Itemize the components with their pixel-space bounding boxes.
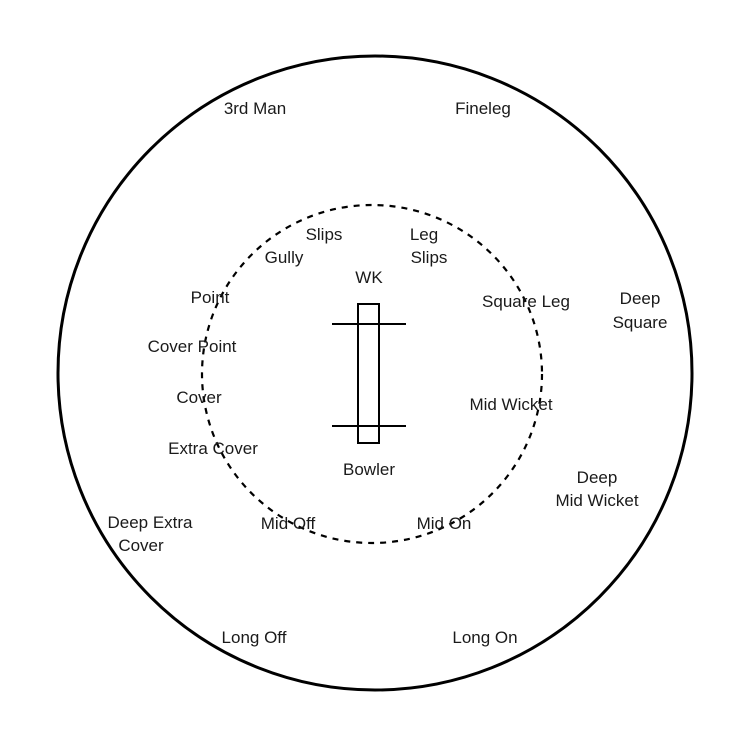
label-mid-off: Mid Off — [261, 514, 316, 533]
label-leg-slips-line2: Slips — [411, 248, 448, 267]
pitch — [357, 303, 380, 444]
label-wk: WK — [355, 268, 383, 287]
label-deep-extra-cover-line1: Deep Extra — [107, 513, 193, 532]
label-cover-point: Cover Point — [148, 337, 237, 356]
label-long-off: Long Off — [222, 628, 287, 647]
label-cover: Cover — [176, 388, 222, 407]
label-deep-extra-cover-line2: Cover — [118, 536, 164, 555]
label-point: Point — [191, 288, 230, 307]
boundary-circle — [56, 54, 694, 692]
label-mid-wicket: Mid Wicket — [469, 395, 552, 414]
label-deep-mid-wicket-line1: Deep — [577, 468, 618, 487]
label-deep-square-line2: Square — [613, 313, 668, 332]
label-long-on: Long On — [452, 628, 517, 647]
label-bowler: Bowler — [343, 460, 395, 479]
label-fineleg: Fineleg — [455, 99, 511, 118]
label-extra-cover: Extra Cover — [168, 439, 258, 458]
label-3rd-man: 3rd Man — [224, 99, 286, 118]
label-slips: Slips — [306, 225, 343, 244]
label-deep-square-line1: Deep — [620, 289, 661, 308]
label-leg-slips-line1: Leg — [410, 225, 438, 244]
label-mid-on: Mid On — [417, 514, 472, 533]
inner-circle — [200, 203, 544, 545]
label-gully: Gully — [265, 248, 304, 267]
label-deep-mid-wicket-line2: Mid Wicket — [555, 491, 638, 510]
label-square-leg: Square Leg — [482, 292, 570, 311]
